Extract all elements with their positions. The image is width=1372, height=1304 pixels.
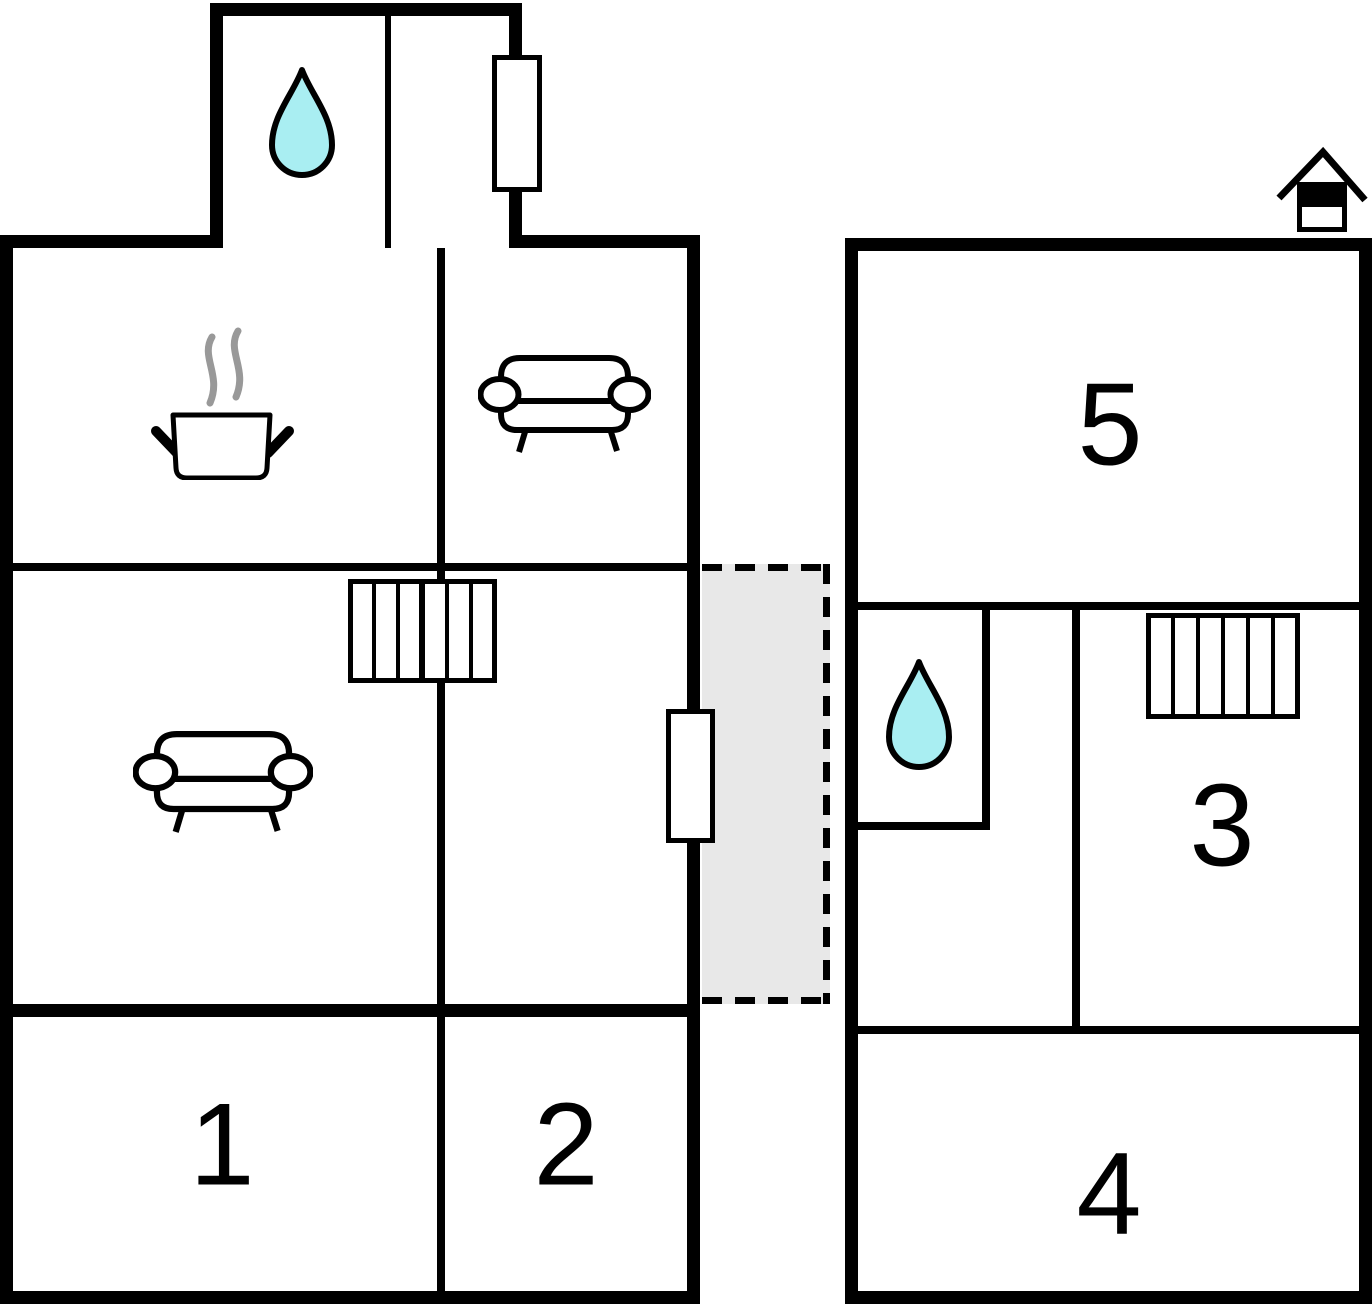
wall xyxy=(845,238,858,1304)
wall xyxy=(858,822,990,830)
wall xyxy=(845,238,1372,251)
wall xyxy=(982,610,990,830)
wall xyxy=(858,602,1359,610)
wall xyxy=(0,235,13,1304)
room-label-3: 3 xyxy=(1189,759,1255,891)
wall xyxy=(13,563,687,571)
wall xyxy=(1359,238,1372,1304)
wall xyxy=(858,1026,1359,1034)
steam-icon xyxy=(230,327,244,401)
terrace-dash-top xyxy=(702,564,830,571)
wall xyxy=(210,3,522,16)
steam-icon xyxy=(204,333,218,407)
wall xyxy=(687,235,700,709)
wall xyxy=(687,843,700,1304)
sofa-icon xyxy=(478,355,651,453)
water-drop-icon xyxy=(269,67,335,178)
wall xyxy=(1072,610,1080,1034)
house-icon xyxy=(1276,146,1368,232)
wall xyxy=(509,235,700,248)
wall xyxy=(0,235,223,248)
stairs-icon xyxy=(1146,613,1300,719)
room-label-1: 1 xyxy=(189,1078,255,1210)
window-icon xyxy=(492,55,542,192)
sofa-icon xyxy=(133,731,313,833)
wall xyxy=(210,3,223,248)
window-icon xyxy=(666,709,715,843)
wall xyxy=(509,192,522,248)
wall xyxy=(845,1291,1372,1304)
room-label-2: 2 xyxy=(533,1078,599,1210)
stairs-icon xyxy=(348,579,497,683)
terrace-area xyxy=(702,564,830,1004)
wall xyxy=(0,1291,700,1304)
terrace-dash-bottom xyxy=(702,997,830,1004)
terrace-dash-right xyxy=(823,564,830,1004)
wall xyxy=(0,1004,700,1017)
cooking-pot-icon xyxy=(151,327,294,480)
wall xyxy=(385,16,391,248)
wall xyxy=(437,248,445,1291)
water-drop-icon xyxy=(886,659,952,770)
wall xyxy=(509,3,522,55)
room-label-4: 4 xyxy=(1076,1127,1142,1259)
room-label-5: 5 xyxy=(1077,358,1143,490)
